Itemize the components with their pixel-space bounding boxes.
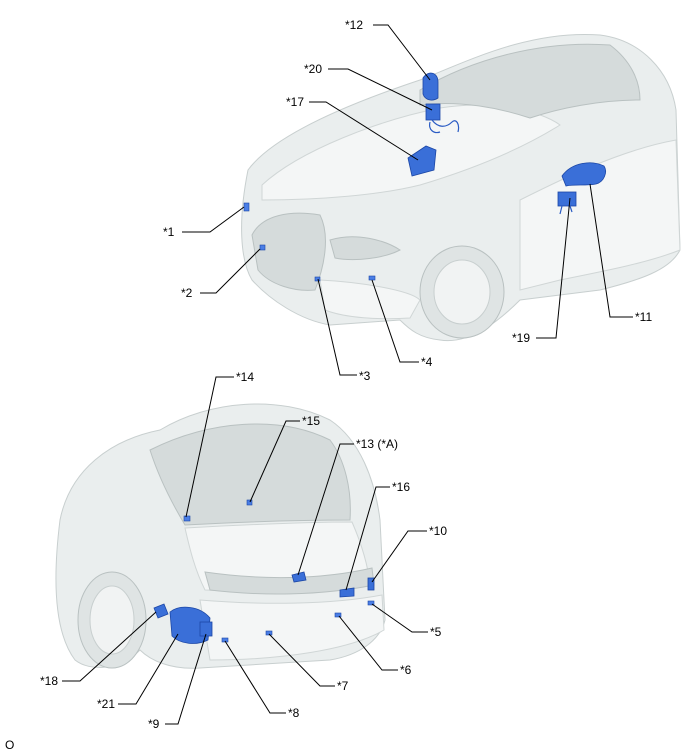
corner-mark: O	[5, 738, 14, 752]
callout-labels: *1 *2 *3 *4 *12 *20 *17 *11 *19 *14 *15 …	[5, 18, 652, 752]
callout-18: *18	[40, 674, 58, 688]
part-20-bracket	[425, 103, 441, 121]
part-3-sensor	[314, 276, 321, 282]
callout-12: *12	[345, 18, 363, 32]
front-vehicle-illustration	[241, 33, 681, 342]
callout-11: *11	[635, 310, 652, 324]
callout-21: *21	[97, 697, 115, 711]
part-13-camera	[291, 571, 307, 583]
part-1-sensor	[243, 202, 250, 212]
callout-1: *1	[163, 225, 175, 239]
callout-5: *5	[430, 625, 442, 639]
part-14-sensor	[183, 515, 191, 522]
callout-4: *4	[421, 355, 433, 369]
part-2-sensor	[259, 244, 266, 251]
part-7-sensor	[265, 630, 273, 636]
part-12-mirror-sensor	[422, 72, 439, 101]
callout-15: *15	[302, 414, 320, 428]
callout-7: *7	[337, 679, 349, 693]
part-10-sensor	[367, 577, 375, 591]
rear-vehicle-illustration	[55, 403, 386, 669]
part-17-ecu	[407, 145, 437, 177]
callout-14: *14	[236, 370, 254, 384]
callout-13: *13 (*A)	[356, 437, 398, 451]
part-9-connector	[199, 621, 213, 637]
callout-8: *8	[288, 706, 300, 720]
callout-16: *16	[392, 480, 410, 494]
rear-leader-lines	[62, 376, 428, 725]
part-18-module	[153, 603, 169, 619]
part-6-sensor	[334, 612, 342, 618]
callout-20: *20	[304, 62, 322, 76]
part-19-camera	[557, 191, 577, 207]
callout-9: *9	[148, 717, 160, 731]
callout-6: *6	[400, 663, 412, 677]
part-4-sensor	[368, 275, 376, 281]
callout-10: *10	[429, 524, 447, 538]
part-15-sensor	[246, 499, 253, 506]
part-16-sensor	[339, 587, 355, 598]
part-8-sensor	[221, 637, 229, 643]
part-20-harness-wire	[431, 119, 460, 133]
callout-19: *19	[512, 331, 530, 345]
callout-2: *2	[181, 286, 193, 300]
front-parts	[243, 72, 606, 282]
front-leader-lines	[182, 24, 633, 376]
rear-parts	[153, 499, 375, 644]
callout-17: *17	[286, 95, 304, 109]
part-11-side-mirror	[561, 162, 606, 187]
part-5-sensor	[367, 600, 375, 606]
callout-3: *3	[359, 369, 371, 383]
